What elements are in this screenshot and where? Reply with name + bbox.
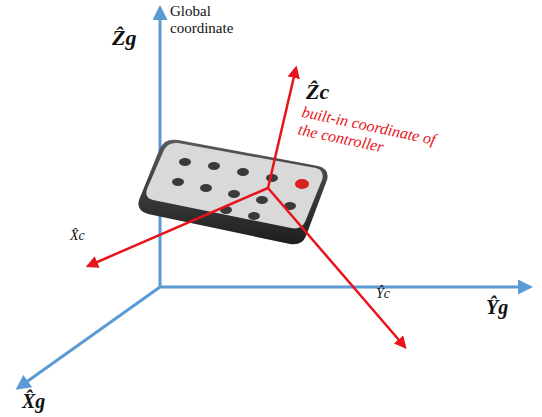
- axis-label: Ẑc: [306, 80, 346, 104]
- axis-label: X̂c: [70, 228, 100, 243]
- global-axes: [18, 8, 530, 388]
- axis-label: Ŷg: [486, 296, 526, 318]
- axis-label: X̂g: [22, 390, 62, 412]
- controller-axes: [88, 68, 405, 347]
- axis-title: built-in coordinate of the controller: [297, 103, 447, 168]
- remote-controller: [138, 140, 327, 245]
- axis-label: Ẑg: [112, 26, 152, 50]
- axis-title: Global coordinate: [170, 3, 270, 36]
- axis-label: Ŷc: [376, 286, 406, 301]
